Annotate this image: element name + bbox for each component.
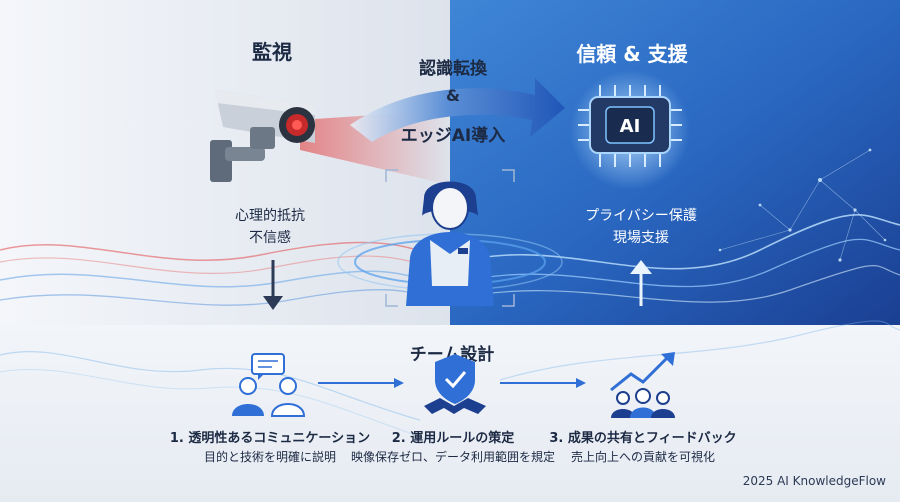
step-3-title: 3. 成果の共有とフィードバック bbox=[549, 431, 737, 446]
right-caption-line1: プライバシー保護 bbox=[585, 208, 697, 224]
security-camera-icon bbox=[210, 90, 315, 182]
handshake-shield-icon bbox=[424, 354, 486, 414]
left-caption-line1: 心理的抵抗 bbox=[235, 208, 305, 224]
staff-person-icon bbox=[385, 169, 515, 307]
step-3-description: 売上向上への貢献を可視化 bbox=[570, 450, 716, 464]
growth-team-icon bbox=[610, 352, 675, 418]
flow-arrow-2 bbox=[500, 378, 586, 388]
down-arrow-icon bbox=[263, 260, 283, 310]
left-caption-line2: 不信感 bbox=[249, 230, 291, 246]
footer-credit: 2025 AI KnowledgeFlow bbox=[742, 474, 886, 488]
ai-chip-label: AI bbox=[619, 116, 641, 137]
step-1-description: 目的と技術を明確に説明 bbox=[203, 450, 337, 464]
up-arrow-icon bbox=[630, 260, 652, 306]
team-design-heading: チーム設計 bbox=[409, 345, 495, 365]
ai-chip-icon bbox=[578, 85, 682, 167]
arrow-label-line3: エッジAI導入 bbox=[400, 126, 506, 146]
arrow-label-line2: & bbox=[446, 86, 460, 105]
step-2-description: 映像保存ゼロ、データ利用範囲を規定 bbox=[350, 450, 556, 464]
arrow-label-line1: 認識転換 bbox=[419, 59, 487, 79]
surveillance-heading: 監視 bbox=[252, 40, 292, 64]
flow-arrow-1 bbox=[318, 378, 404, 388]
step-2-title: 2. 運用ルールの策定 bbox=[391, 431, 515, 446]
trust-support-heading: 信頼 & 支援 bbox=[576, 42, 688, 66]
people-chat-icon bbox=[232, 353, 306, 417]
step-1-title: 1. 透明性あるコミュニケーション bbox=[169, 431, 371, 446]
right-caption-line2: 現場支援 bbox=[613, 230, 669, 246]
